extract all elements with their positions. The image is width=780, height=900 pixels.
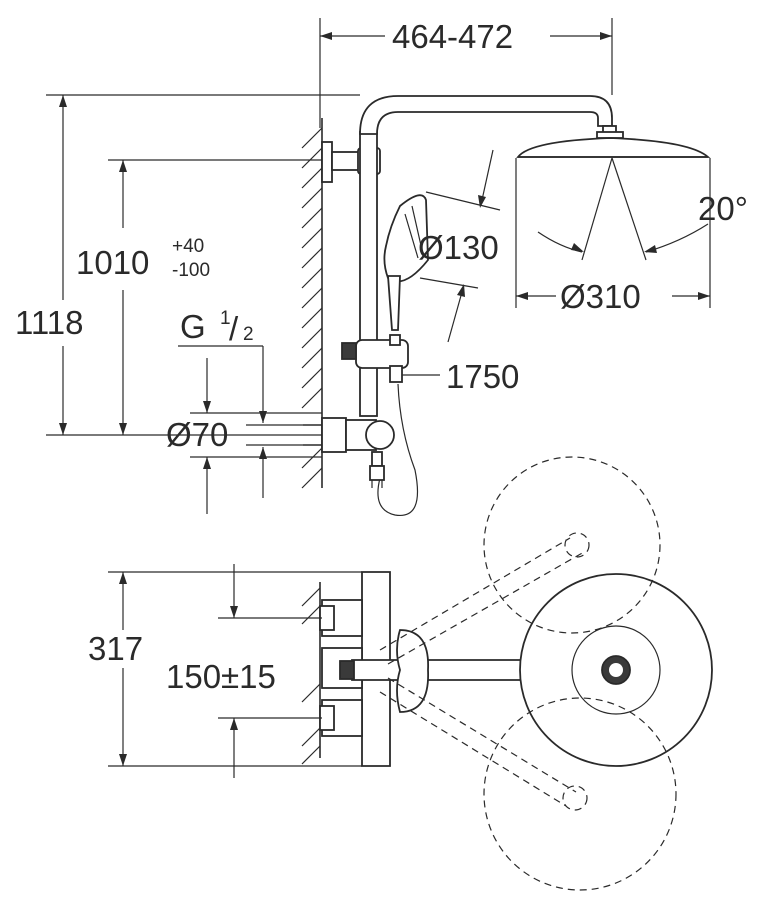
centres-label: 150±15 bbox=[166, 658, 276, 695]
thread-numerator: 1 bbox=[220, 308, 231, 329]
mixer-knob bbox=[365, 420, 395, 450]
elevation-dimensions: 464-472 1118 1010 +40 -100 G 1 / 2 bbox=[15, 18, 748, 514]
plan-hand-shower bbox=[396, 629, 429, 713]
plan-head-ring bbox=[571, 625, 661, 715]
elevation-view bbox=[301, 95, 711, 517]
mixer-lower-outlet bbox=[371, 451, 383, 467]
width-range-label: 464-472 bbox=[392, 18, 513, 55]
plan-view bbox=[301, 456, 713, 891]
thread-slash: / bbox=[229, 310, 239, 347]
total-height-label: 1118 bbox=[15, 304, 84, 341]
plan-bracket-dark bbox=[339, 660, 355, 680]
outlet-height-label: 1010 bbox=[76, 244, 149, 281]
shower-arm bbox=[359, 95, 613, 135]
outlet-tol-minus: -100 bbox=[172, 260, 210, 281]
thread-denominator: 2 bbox=[243, 324, 254, 345]
shower-hose bbox=[377, 383, 419, 517]
thread-prefix: G bbox=[180, 308, 206, 345]
hose-nut bbox=[369, 465, 385, 481]
tilt-angle-label: 20° bbox=[698, 190, 748, 227]
plan-swivel-upper bbox=[483, 456, 661, 634]
wall-bracket-plate bbox=[321, 141, 333, 183]
head-shower-body bbox=[516, 137, 711, 158]
wall-hatch-upper bbox=[301, 118, 323, 489]
hand-shower-handle bbox=[387, 275, 401, 331]
hand-shower-diameter-label: Ø130 bbox=[418, 229, 499, 266]
rosette bbox=[321, 417, 347, 453]
riser-pipe bbox=[359, 131, 378, 417]
plan-upper-rosette bbox=[319, 605, 335, 631]
outlet-tol-plus: +40 bbox=[172, 236, 204, 257]
head-shower-diameter-label: Ø310 bbox=[560, 278, 641, 315]
rosette-diameter-label: Ø70 bbox=[166, 416, 228, 453]
plan-lower-rosette bbox=[319, 705, 335, 731]
slider-button bbox=[341, 342, 357, 360]
plan-dimensions: 317 150±15 bbox=[88, 564, 362, 778]
slider-knob bbox=[389, 334, 401, 346]
plan-depth-label: 317 bbox=[88, 630, 143, 667]
plan-swivel-lower bbox=[483, 697, 677, 891]
hose-length-label: 1750 bbox=[446, 358, 519, 395]
hose-outlet bbox=[389, 365, 403, 383]
